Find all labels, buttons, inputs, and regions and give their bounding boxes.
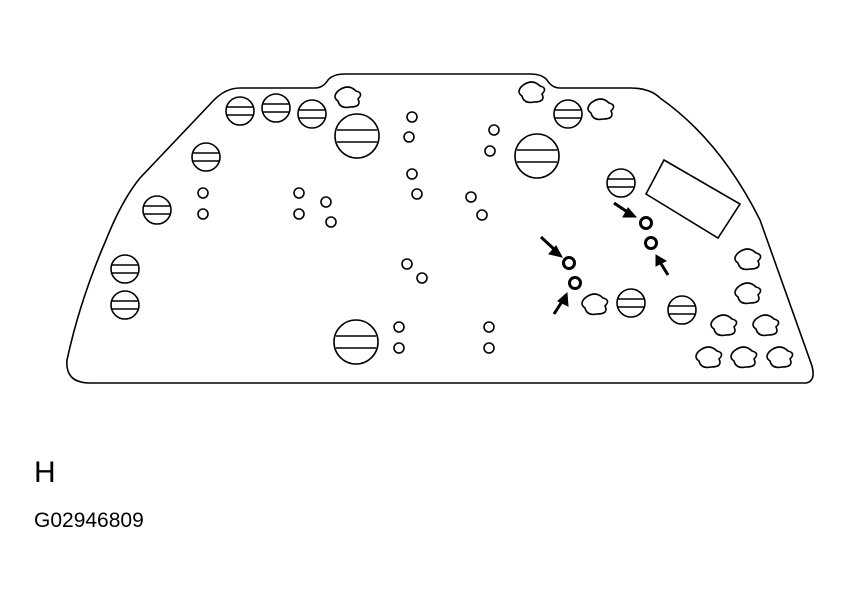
clip-shapes bbox=[334, 81, 794, 369]
highlighted-holes bbox=[562, 216, 658, 290]
medium-holes bbox=[110, 93, 697, 325]
display-window bbox=[644, 158, 742, 240]
board-outline bbox=[66, 73, 814, 384]
figure-code: G02946809 bbox=[34, 509, 144, 532]
large-holes bbox=[333, 113, 560, 365]
pointer-arrows bbox=[539, 201, 670, 315]
small-holes bbox=[197, 111, 500, 354]
view-label: H bbox=[34, 456, 56, 489]
